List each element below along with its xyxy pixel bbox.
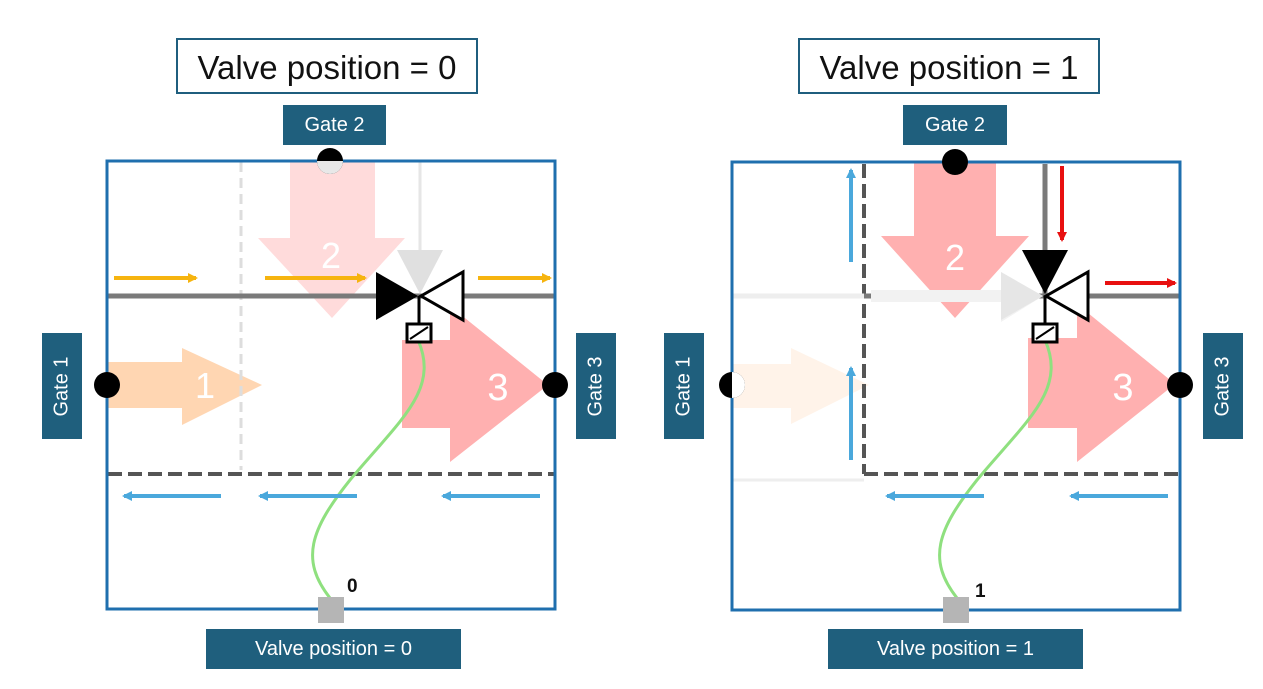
panel-title: Valve position = 1: [798, 38, 1100, 94]
gate-connector-icon: [542, 372, 568, 398]
valve-diagram-0: 2 1 3: [94, 148, 568, 623]
flow-arrow-1: [732, 348, 869, 424]
flow-arrow-2-label: 2: [945, 237, 965, 278]
actuator-icon: [318, 597, 344, 623]
panel-valve-position-0: Valve position = 0 2 1 3: [0, 0, 631, 689]
actuator-icon: [943, 597, 969, 623]
panel-title: Valve position = 0: [176, 38, 478, 94]
gate-3-label: Gate 3: [1203, 333, 1243, 439]
three-way-valve-icon: [1001, 250, 1090, 344]
position-value: 1: [975, 581, 986, 602]
signal-line: [938, 339, 1053, 599]
flow-arrow-3-label: 3: [1112, 367, 1133, 409]
flow-arrow-3: [402, 306, 548, 462]
three-way-valve-icon: [376, 250, 465, 344]
flow-arrow-2-label: 2: [321, 235, 341, 276]
valve-diagram-1: 2 3: [719, 149, 1193, 623]
bottom-valve-label: Valve position = 0: [206, 629, 461, 669]
gate-connector-icon: [942, 149, 968, 175]
panel-valve-position-1: Valve position = 1 2 3: [631, 0, 1262, 689]
gate-1-label: Gate 1: [42, 333, 82, 439]
position-value: 0: [347, 576, 358, 597]
flow-arrow-2: [258, 160, 405, 318]
flow-arrow-1: [108, 348, 262, 425]
gate-2-label: Gate 2: [283, 105, 386, 145]
flow-arrow-3-label: 3: [487, 367, 508, 409]
gate-connector-icon: [94, 372, 120, 398]
flow-arrow-2: [881, 162, 1029, 318]
gate-1-label: Gate 1: [664, 333, 704, 439]
bottom-valve-label: Valve position = 1: [828, 629, 1083, 669]
gate-2-label: Gate 2: [903, 105, 1007, 145]
flow-arrow-3: [1028, 304, 1175, 462]
flow-arrow-1-label: 1: [195, 365, 215, 406]
gate-3-label: Gate 3: [576, 333, 616, 439]
signal-line: [311, 339, 426, 599]
gate-connector-icon: [1167, 372, 1193, 398]
